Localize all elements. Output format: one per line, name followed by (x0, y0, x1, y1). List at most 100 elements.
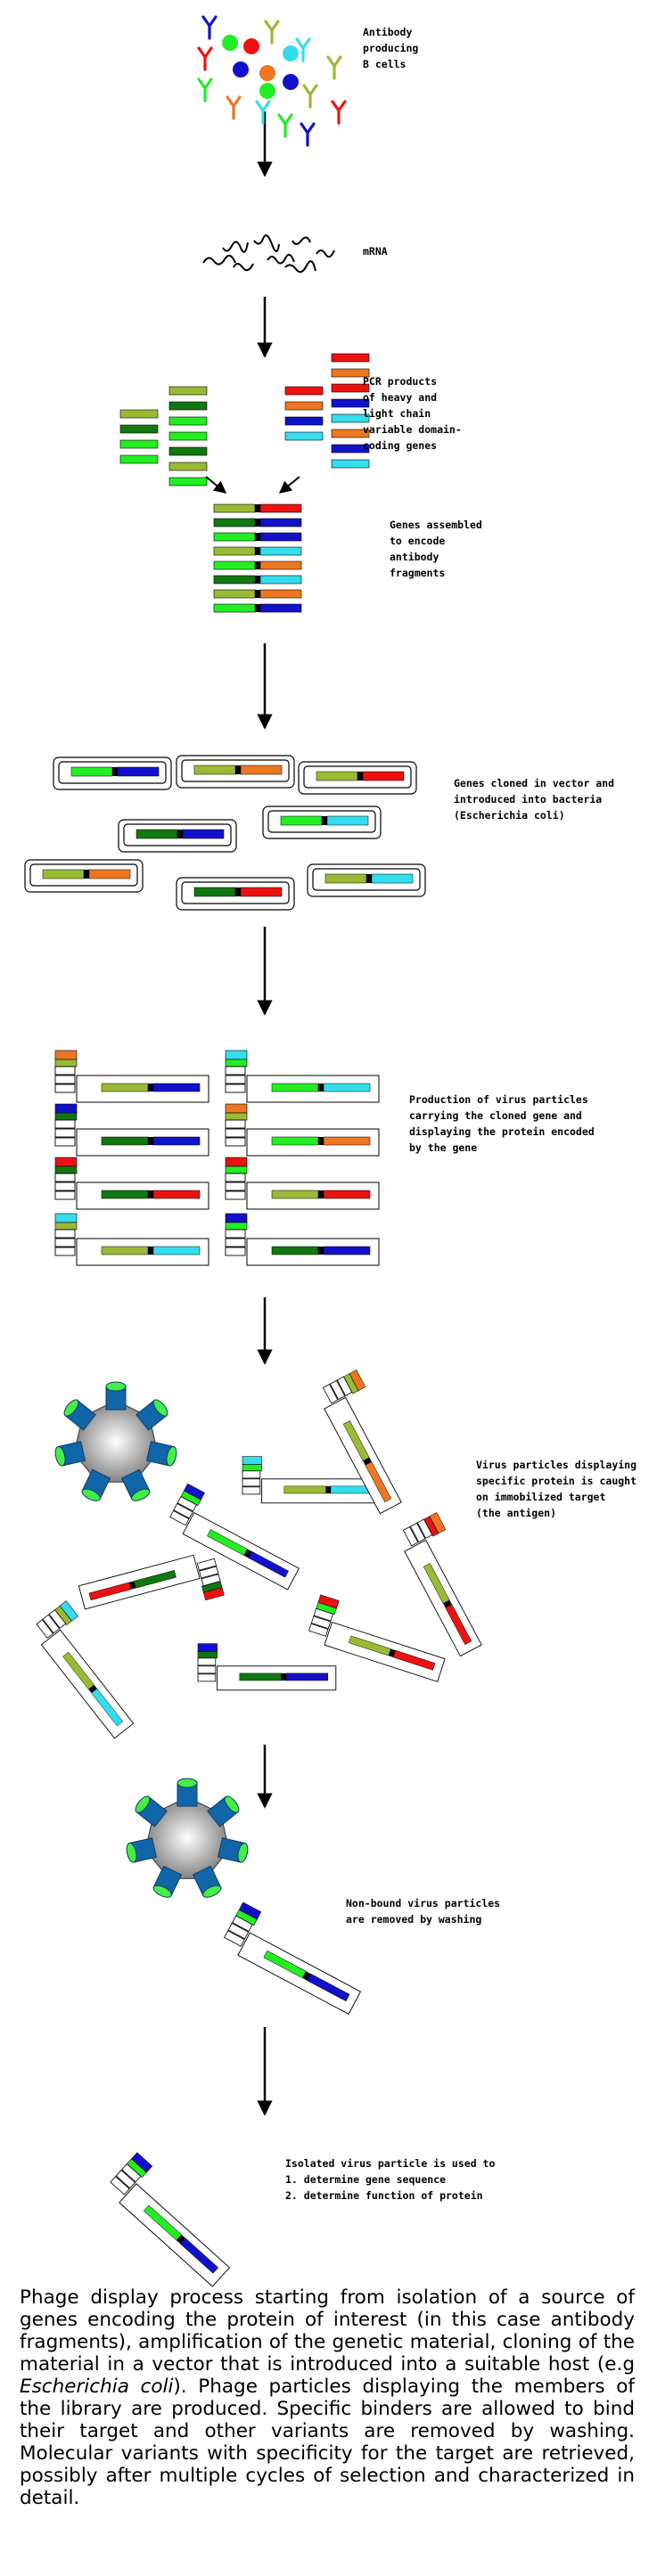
b-cells-group (197, 15, 347, 147)
pcr-products (119, 353, 370, 487)
step-label-line: mRNA (363, 245, 388, 258)
step-label-line: fragments (390, 567, 445, 579)
step-label-line: Production of virus particles (409, 1093, 588, 1106)
step-label-line: Genes assembled (390, 519, 482, 531)
assembled-gene (213, 603, 302, 613)
step-label-line: light chain (363, 407, 431, 420)
plasmid (298, 761, 417, 795)
antigen-cylinder (146, 1441, 177, 1467)
pcr-product-bar (331, 459, 370, 469)
b-cell (233, 61, 249, 78)
mrna-strand (233, 263, 254, 272)
caption-text-end: ). Phage particles displaying the member… (20, 2376, 635, 2509)
step-label-mrna: mRNA (363, 245, 388, 258)
assembled-gene (213, 560, 302, 570)
step-label-line: 2. determine function of protein (285, 2189, 483, 2202)
flow-arrows (205, 111, 300, 2116)
antibody-icon (331, 100, 347, 125)
antibody-icon (226, 95, 242, 120)
b-cell (283, 74, 299, 90)
antibody-icon (277, 113, 293, 138)
plasmid (262, 806, 382, 839)
step-label-line: to encode (390, 535, 445, 547)
pcr-product-bar (331, 398, 370, 408)
antigen-cylinder (54, 1441, 86, 1467)
figure-caption: Phage display process starting from isol… (20, 2286, 635, 2509)
antigen-cylinder (192, 1865, 222, 1898)
assembled-genes (213, 503, 302, 613)
plasmid (307, 863, 426, 897)
antigen-cylinder (81, 1468, 111, 1501)
step-label-line: B cells (363, 58, 406, 70)
virus-particle (197, 1643, 337, 1691)
merge-arrow (278, 476, 300, 494)
step-label-line: carrying the cloned gene and (409, 1109, 582, 1122)
pcr-product-bar (331, 413, 370, 423)
pcr-product-bar (331, 444, 370, 454)
step-label-line: specific protein is caught (476, 1475, 636, 1487)
virus-particle (54, 1050, 209, 1103)
assembled-gene (213, 589, 302, 599)
virus-particle (36, 1600, 135, 1739)
virus-particle (110, 2152, 231, 2287)
pcr-product-bar (168, 446, 208, 456)
assembled-gene (213, 518, 302, 527)
assembled-gene (213, 532, 302, 542)
virus-particle (54, 1103, 209, 1157)
b-cell (283, 45, 299, 61)
antigen-cylinder (218, 1837, 249, 1863)
step-label-production: Production of virus particles carrying th… (409, 1093, 595, 1154)
pcr-product-bar (331, 368, 370, 378)
antigen-cylinder (177, 1778, 198, 1807)
step-label-line: Isolated virus particle is used to (285, 2157, 495, 2170)
mrna-strand (316, 249, 335, 258)
antigen-cylinder (63, 1399, 96, 1431)
step-label-line: producing (363, 42, 418, 54)
cloned-plasmids (24, 755, 426, 911)
step-label-line: coding genes (363, 439, 437, 452)
mrna-strand (284, 260, 316, 274)
mrna-strand (253, 234, 280, 252)
plasmid (176, 755, 295, 789)
virus-particle (402, 1512, 482, 1657)
pcr-product-bar (168, 386, 208, 396)
mrna-strand (222, 241, 249, 253)
pcr-product-bar (168, 401, 208, 411)
plasmid (118, 819, 237, 853)
virus-particle (169, 1483, 300, 1591)
step-label-line: on immobilized target (476, 1491, 605, 1503)
virus-particle (224, 1901, 362, 2015)
caption-text-start: Phage display process starting from isol… (20, 2286, 635, 2376)
pcr-product-bar (331, 383, 370, 393)
virus-particle (308, 1594, 446, 1682)
antibody-icon (295, 37, 311, 62)
step-label-line: by the gene (409, 1141, 477, 1154)
pcr-product-bar (284, 401, 324, 411)
pcr-product-bar (119, 439, 159, 449)
virus-particle (54, 1157, 209, 1210)
antibody-icon (201, 15, 218, 40)
pcr-product-bar (119, 454, 159, 464)
pcr-product-bar (284, 416, 324, 426)
virus-particle (78, 1554, 225, 1610)
step-label-b-cells: Antibody producing B cells (363, 26, 418, 70)
virus-particle (54, 1213, 209, 1266)
step-label-line: Antibody (363, 26, 412, 38)
pcr-product-bar (168, 431, 208, 441)
plasmid (53, 756, 172, 790)
antibody-icon (264, 20, 280, 45)
antibody-icon (300, 122, 316, 147)
antigen-cylinder (126, 1837, 157, 1863)
antigen-cylinder (120, 1468, 151, 1501)
virus-particles (36, 1050, 482, 2287)
antibody-icon (302, 84, 318, 109)
step-label-line: antibody (390, 551, 439, 563)
immobilized-targets (54, 1381, 249, 1898)
pcr-product-bar (119, 424, 159, 434)
pcr-product-bar (331, 353, 370, 363)
step-label-line: variable domain- (363, 423, 462, 436)
plasmid (24, 859, 144, 893)
b-cell (259, 83, 275, 99)
